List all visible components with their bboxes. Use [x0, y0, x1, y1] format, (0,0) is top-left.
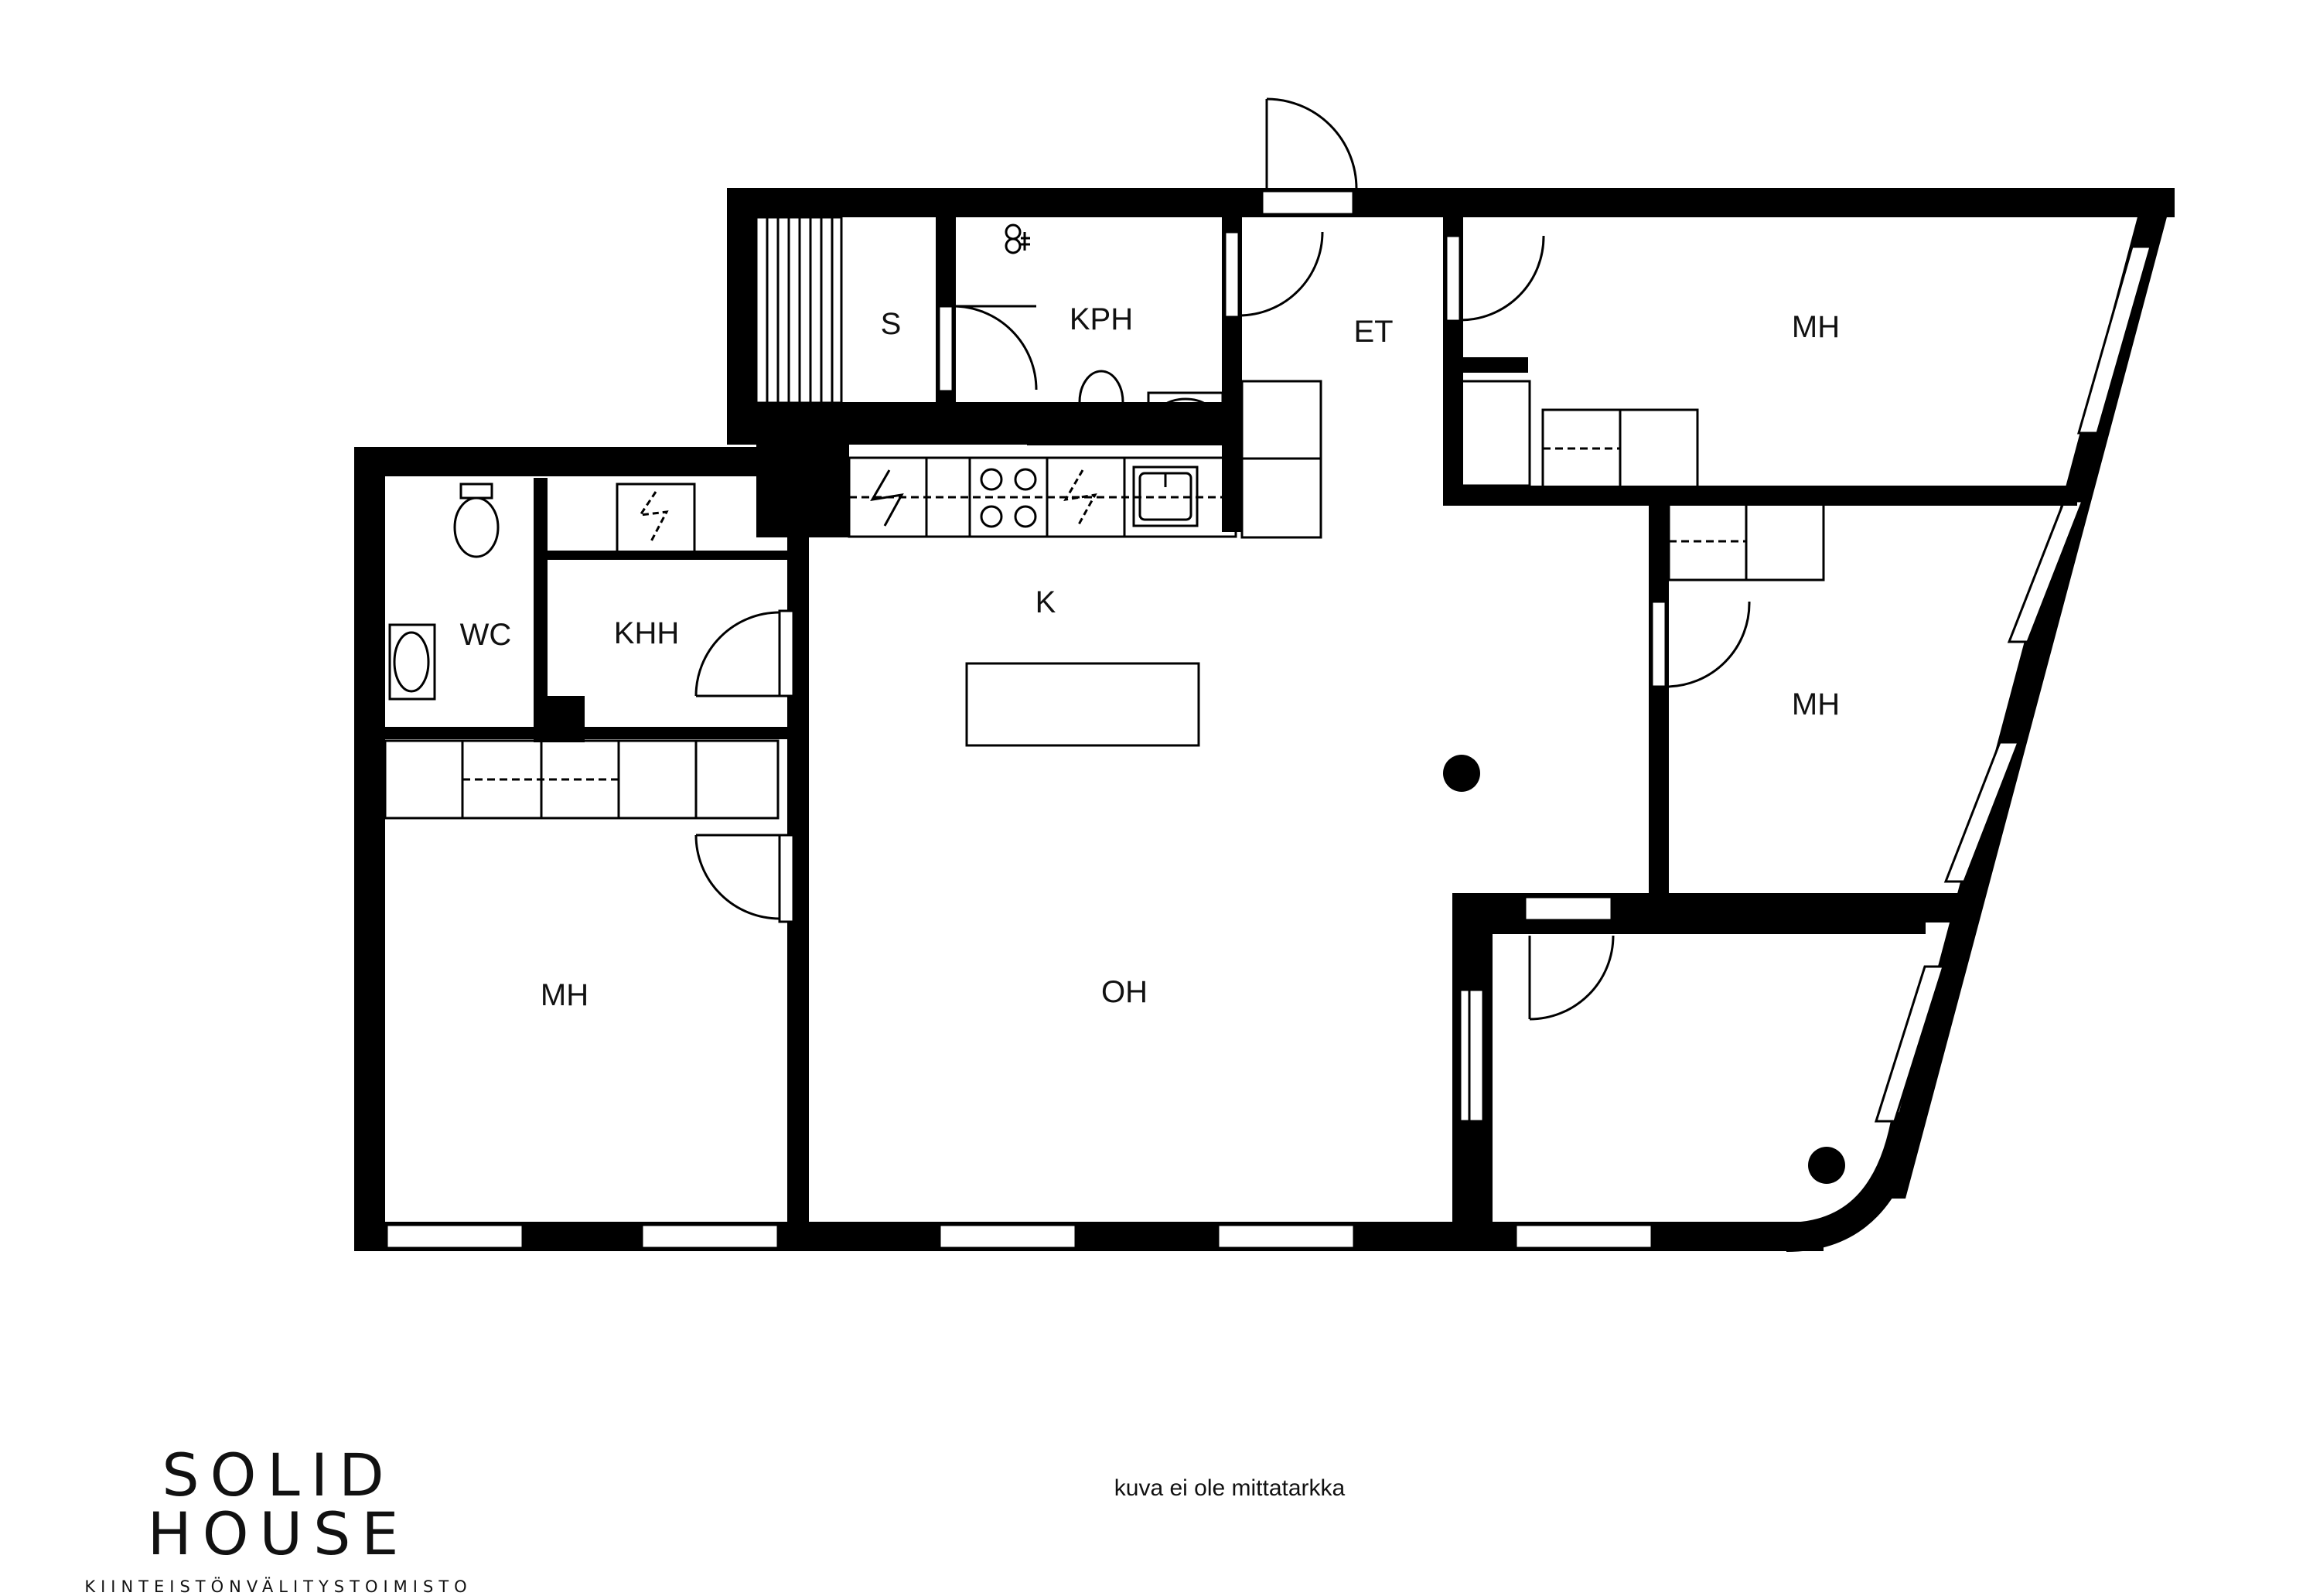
outer-walls — [354, 188, 2175, 1252]
khh-door — [694, 609, 795, 697]
room-label-mh-top-right: MH — [1792, 310, 1840, 344]
stairs — [755, 216, 843, 404]
floor-plan: S KPH ET MH MH WC KHH K OH MH — [354, 97, 2175, 1252]
doors — [694, 97, 1751, 1123]
entrance-door — [1265, 97, 1358, 190]
disclaimer-text: kuva ei ole mittatarkka — [1114, 1475, 1346, 1501]
brand-logo: SOLID HOUSE KIINTEISTÖNVÄLITYSTOIMISTO — [31, 1446, 526, 1596]
room-label-mh-left: MH — [541, 978, 589, 1012]
room-label-k: K — [1035, 585, 1056, 619]
room-label-s: S — [881, 307, 902, 341]
kph-door — [937, 305, 1038, 393]
room-label-et: ET — [1353, 315, 1393, 349]
brand-name: SOLID HOUSE — [147, 1441, 410, 1568]
mh-top-door — [1445, 234, 1545, 322]
room-label-khh: KHH — [614, 616, 679, 650]
et-door — [1223, 230, 1324, 319]
column — [1808, 1147, 1845, 1184]
room-label-kph: KPH — [1070, 302, 1133, 336]
room-label-mh-middle-right: MH — [1792, 687, 1840, 721]
mh-middle-door — [1650, 600, 1751, 688]
column — [1443, 755, 1480, 792]
room-label-wc: WC — [460, 618, 512, 652]
mh-left-door — [694, 834, 795, 923]
windows — [385, 189, 2152, 1250]
brand-subtitle: KIINTEISTÖNVÄLITYSTOIMISTO — [84, 1577, 473, 1596]
interior-walls — [385, 217, 2077, 1228]
fixtures — [384, 223, 1825, 820]
room-labels: S KPH ET MH MH WC KHH K OH MH — [460, 302, 1840, 1012]
se-room-door — [1523, 895, 1615, 1021]
room-label-oh: OH — [1101, 975, 1148, 1009]
